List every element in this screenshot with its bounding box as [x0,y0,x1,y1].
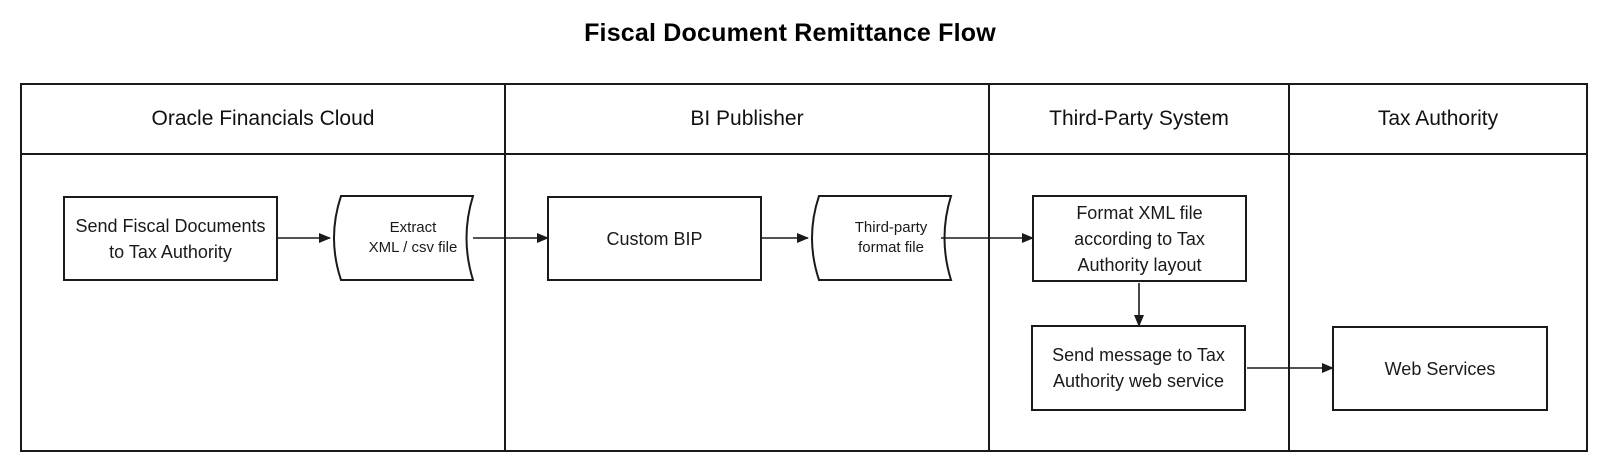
lane-divider-1 [504,85,506,450]
node-format-xml-file: Format XML file according to Tax Authori… [1032,195,1247,282]
node-custom-bip: Custom BIP [547,196,762,281]
node-web-services-label: Web Services [1384,358,1496,379]
lane-header-separator [22,153,1586,155]
node-extract-xml-csv-file-label: Extract XML / csv file [368,219,458,256]
stored-data-shape [811,195,953,281]
swimlane-table: Oracle Financials Cloud BI Publisher Thi… [20,83,1588,452]
node-send-message-label: Send message to Tax Authority web servic… [1052,345,1225,391]
stored-data-shape [333,195,475,281]
node-send-fiscal-documents: Send Fiscal Documents to Tax Authority [63,196,278,281]
node-third-party-format-file: Third-party format file [805,194,953,282]
node-web-services: Web Services [1332,326,1548,411]
lane-header-third-party-system: Third-Party System [1049,107,1229,130]
lane-divider-2 [988,85,990,450]
node-extract-xml-csv-file: Extract XML / csv file [327,194,475,282]
node-format-xml-file-label: Format XML file according to Tax Authori… [1074,202,1205,275]
node-send-message: Send message to Tax Authority web servic… [1031,325,1246,411]
lane-header-bi-publisher: BI Publisher [690,107,804,130]
lane-header-tax-authority: Tax Authority [1377,107,1499,130]
lane-divider-3 [1288,85,1290,450]
node-custom-bip-label: Custom BIP [606,228,703,249]
diagram-title: Fiscal Document Remittance Flow [584,19,996,47]
lane-header-oracle-financials-cloud: Oracle Financials Cloud [151,107,375,130]
node-third-party-format-file-label: Third-party format file [854,219,928,256]
node-send-fiscal-documents-label: Send Fiscal Documents to Tax Authority [75,215,266,262]
